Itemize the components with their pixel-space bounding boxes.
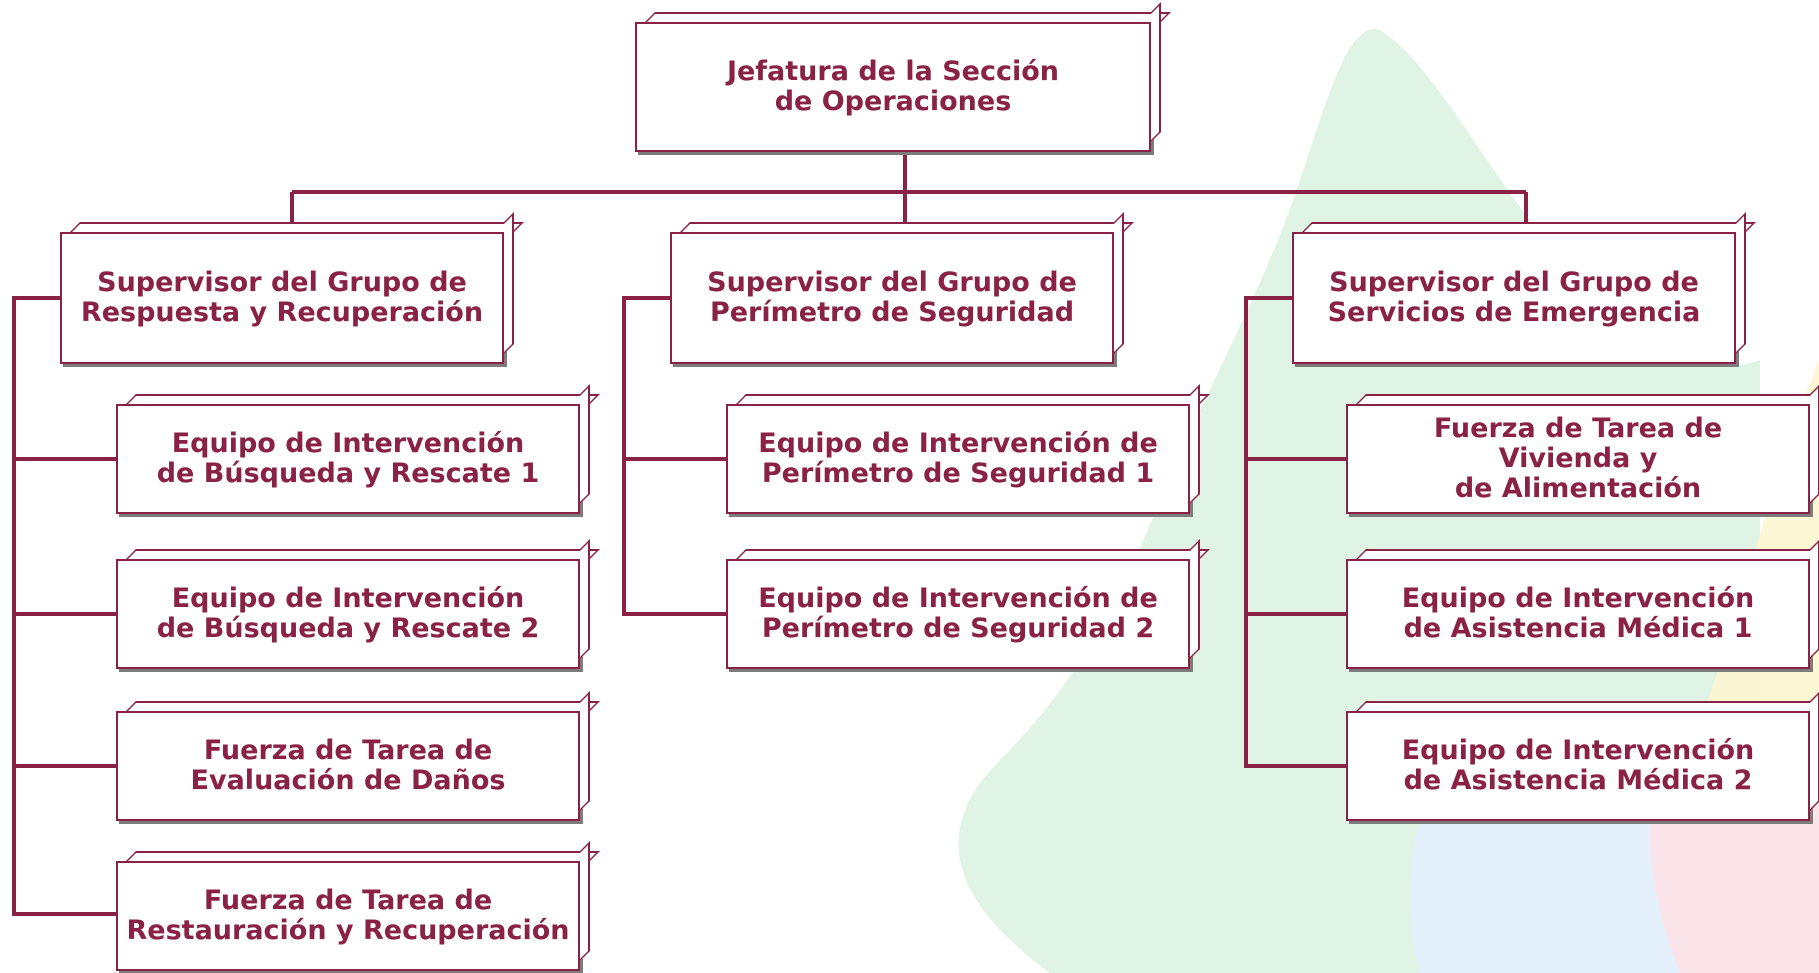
- unit-box: Fuerza de Tarea de Restauración y Recupe…: [116, 861, 580, 971]
- unit-label: Equipo de Intervención de Asistencia Méd…: [1401, 583, 1755, 644]
- unit-label: Equipo de Intervención de Búsqueda y Res…: [156, 428, 540, 489]
- unit-box: Equipo de Intervención de Asistencia Méd…: [1346, 559, 1810, 669]
- unit-box: Fuerza de Tarea de Evaluación de Daños: [116, 711, 580, 821]
- unit-label: Equipo de Intervención de Asistencia Méd…: [1401, 735, 1755, 796]
- unit-label: Equipo de Intervención de Perímetro de S…: [758, 428, 1158, 489]
- unit-box: Equipo de Intervención de Perímetro de S…: [726, 404, 1190, 514]
- chief-label: Jefatura de la Sección de Operaciones: [726, 56, 1060, 117]
- unit-label: Equipo de Intervención de Perímetro de S…: [758, 583, 1158, 644]
- supervisor-box-respuesta: Supervisor del Grupo de Respuesta y Recu…: [60, 232, 504, 364]
- supervisor-label: Supervisor del Grupo de Perímetro de Seg…: [707, 267, 1077, 328]
- supervisor-box-perimetro: Supervisor del Grupo de Perímetro de Seg…: [670, 232, 1114, 364]
- unit-label: Fuerza de Tarea de Restauración y Recupe…: [126, 885, 570, 946]
- unit-label: Fuerza de Tarea de Vivienda y de Aliment…: [1433, 413, 1723, 504]
- unit-label: Fuerza de Tarea de Evaluación de Daños: [190, 735, 506, 796]
- supervisor-box-servicios: Supervisor del Grupo de Servicios de Eme…: [1292, 232, 1736, 364]
- unit-box: Equipo de Intervención de Perímetro de S…: [726, 559, 1190, 669]
- supervisor-label: Supervisor del Grupo de Respuesta y Recu…: [80, 267, 484, 328]
- unit-box: Equipo de Intervención de Búsqueda y Res…: [116, 404, 580, 514]
- supervisor-label: Supervisor del Grupo de Servicios de Eme…: [1327, 267, 1701, 328]
- unit-label: Equipo de Intervención de Búsqueda y Res…: [156, 583, 540, 644]
- unit-box: Equipo de Intervención de Búsqueda y Res…: [116, 559, 580, 669]
- unit-box: Fuerza de Tarea de Vivienda y de Aliment…: [1346, 404, 1810, 514]
- chief-box: Jefatura de la Sección de Operaciones: [635, 22, 1151, 152]
- unit-box: Equipo de Intervención de Asistencia Méd…: [1346, 711, 1810, 821]
